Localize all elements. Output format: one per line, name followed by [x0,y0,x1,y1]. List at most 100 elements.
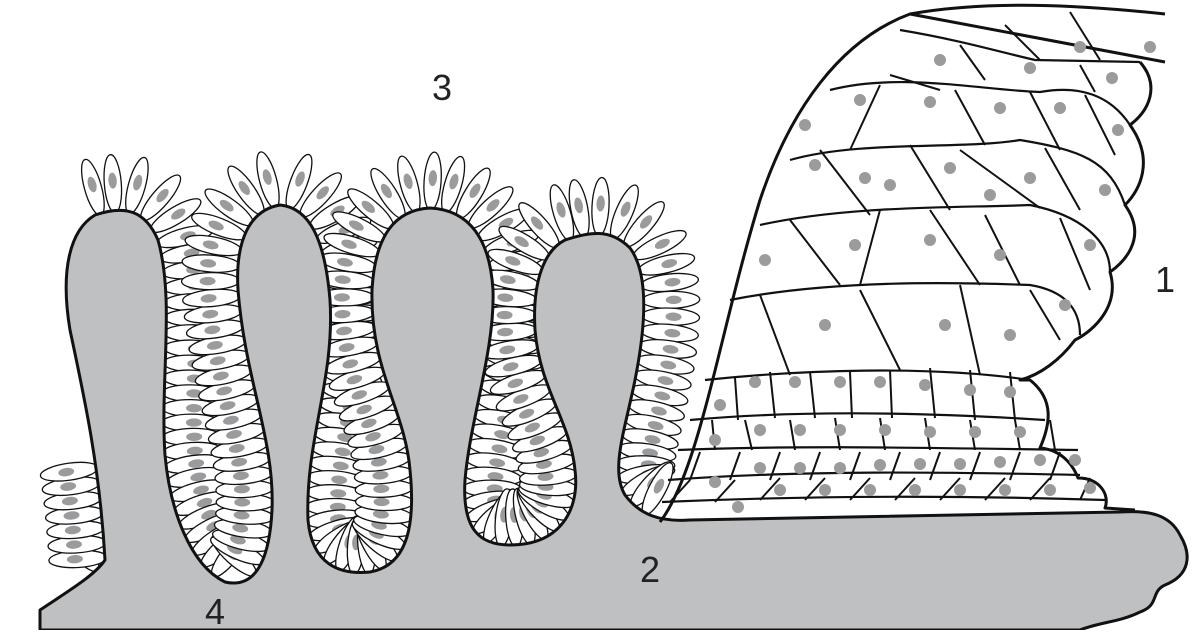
cell-nucleus [754,462,766,474]
cell-nucleus [934,54,946,66]
cell-wall [760,295,790,375]
cell-nucleus [954,484,966,496]
cell-nucleus [984,189,996,201]
cell-nucleus [714,399,726,411]
cell-wall [745,420,752,450]
cell-wall [930,452,940,480]
cell-layer-boundary [690,413,1045,420]
cell-wall [860,290,900,370]
cell-nucleus [749,376,761,388]
cell-wall [1080,65,1095,92]
cell-nucleus [859,172,871,184]
cell-nucleus [994,249,1006,261]
cell-nucleus [732,501,744,513]
cell-nucleus [819,484,831,496]
cell-wall [770,452,780,480]
cell-nucleus [1004,329,1016,341]
cell-nucleus [994,102,1006,114]
cell-wall [930,210,980,285]
cell-nucleus [774,484,786,496]
cell-nucleus [1074,41,1086,53]
cell-nucleus [709,476,721,488]
label-2: 2 [640,552,660,588]
cell-nucleus [819,319,831,331]
cell-nucleus [1059,299,1071,311]
cell-nucleus [809,159,821,171]
cell-nucleus [1024,62,1036,74]
cell-wall [810,372,815,418]
cell-nucleus [924,234,936,246]
cell-nucleus [954,458,966,470]
cell-wall [850,372,852,418]
cell-wall [930,368,935,418]
cell-layer-boundary [790,140,1125,205]
cell-nucleus [1144,41,1156,53]
cell-nucleus [799,119,811,131]
columnar-cell [642,291,700,309]
columnar-cell [590,177,610,236]
cell-nucleus [789,376,801,388]
label-4: 4 [205,594,225,630]
cell-nucleus [854,94,866,106]
cell-wall [1030,290,1060,340]
cell-nucleus [884,179,896,191]
cell-nucleus [759,254,771,266]
cell-wall [960,45,985,80]
cell-nucleus [834,424,846,436]
cell-wall [890,452,900,480]
cell-wall [1050,420,1055,450]
cell-nucleus [999,484,1011,496]
cell-nucleus [834,376,846,388]
cell-nucleus [334,293,350,301]
cell-wall [970,452,980,480]
cell-nucleus [709,434,721,446]
columnar-cell [422,152,443,211]
cell-wall [1070,12,1100,60]
columnar-cell [102,154,123,213]
cell-nucleus [1014,426,1026,438]
cell-nucleus [939,319,951,331]
cell-nucleus [874,376,886,388]
cell-wall [770,372,775,418]
label-1: 1 [1155,262,1175,298]
cell-nucleus [1069,454,1081,466]
cell-nucleus [1099,184,1111,196]
cell-nucleus [924,96,936,108]
cell-nucleus [1054,102,1066,114]
cell-nucleus [186,418,202,426]
cell-wall [860,210,880,285]
cell-nucleus [1084,239,1096,251]
cell-wall [960,285,980,375]
cell-nucleus [754,424,766,436]
cell-nucleus [1112,124,1124,136]
cell-wall [890,370,892,418]
cell-layer-boundary [830,82,1130,125]
cell-wall [1030,92,1060,150]
cell-wall [790,220,840,285]
cell-wall [850,85,880,150]
cell-nucleus [1084,482,1096,494]
cell-nucleus [964,384,976,396]
cell-nucleus [849,239,861,251]
cell-wall [810,452,820,480]
cell-nucleus [874,459,886,471]
cell-nucleus [944,162,956,174]
cell-nucleus [879,424,891,436]
cell-wall [735,378,738,420]
cell-wall [910,145,950,210]
cell-nucleus [909,484,921,496]
cell-nucleus [1106,72,1118,84]
cell-wall [850,452,860,480]
cell-wall [1045,148,1080,210]
cell-nucleus [864,484,876,496]
cell-layer-boundary [730,283,1080,335]
cell-layer-boundary [662,497,1105,502]
cell-nucleus [919,379,931,391]
stratified-epithelium-layer [660,5,1165,522]
cell-nucleus [994,456,1006,468]
cell-wall [1050,452,1060,480]
cell-wall [790,420,795,450]
cell-layer-boundary [678,447,1078,450]
